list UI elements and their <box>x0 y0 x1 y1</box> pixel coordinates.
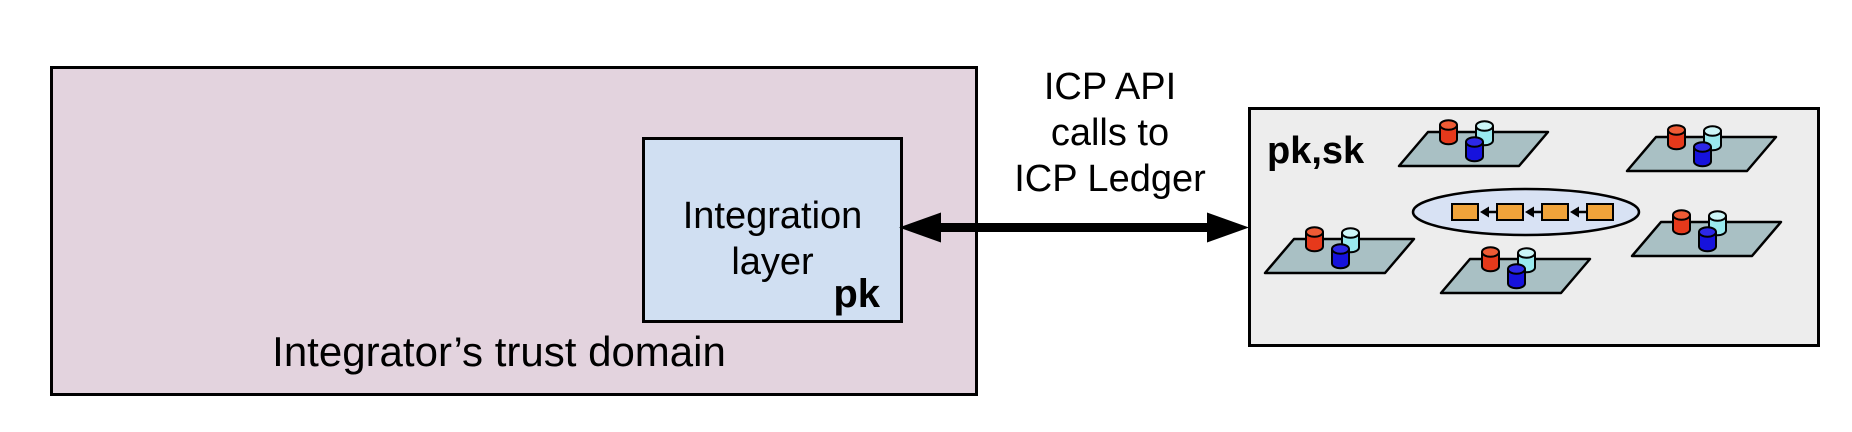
integration-layer-label-line1: Integration <box>682 195 863 237</box>
subnet-platform-mid-right <box>1630 209 1783 258</box>
ledger-block <box>1451 203 1479 221</box>
database-cylinder-blue-icon <box>1465 136 1484 163</box>
ledger-block <box>1496 203 1524 221</box>
trust-domain-label: Integrator’s trust domain <box>272 328 726 375</box>
integration-layer-box: Integration layer pk <box>642 137 903 323</box>
icp-api-calls-label: ICP API calls to ICP Ledger <box>1014 66 1206 200</box>
database-cylinder-blue-icon <box>1507 263 1526 290</box>
integration-pk-label: pk <box>833 272 880 316</box>
arrow-left-head <box>899 212 941 243</box>
database-cylinder-red-icon <box>1667 124 1686 151</box>
subnet-platform-mid-left <box>1263 226 1416 275</box>
database-cylinder-blue-icon <box>1698 226 1717 253</box>
database-cylinder-red-icon <box>1439 119 1458 146</box>
block-arrow-icon <box>1525 206 1541 218</box>
subnet-platform-top-right <box>1625 124 1778 173</box>
blockchain-ring <box>1411 187 1641 237</box>
database-cylinder-blue-icon <box>1693 141 1712 168</box>
database-cylinder-red-icon <box>1481 246 1500 273</box>
ledger-block <box>1586 203 1614 221</box>
integration-layer-label: Integration layer <box>645 193 900 285</box>
database-cylinder-blue-icon <box>1331 243 1350 270</box>
database-cylinder-red-icon <box>1672 209 1691 236</box>
double-arrow-icon <box>899 212 1249 243</box>
arrow-right-head <box>1207 212 1249 243</box>
subnet-platform-bottom-center <box>1439 246 1592 295</box>
subnet-platform-top-left <box>1397 119 1550 168</box>
block-arrow-icon <box>1570 206 1586 218</box>
trust-domain-box: Integrator’s trust domain Integration la… <box>50 66 978 396</box>
ledger-pksk-label: pk,sk <box>1267 130 1365 172</box>
block-arrow-icon <box>1480 206 1496 218</box>
ledger-block <box>1541 203 1569 221</box>
integration-layer-label-line2: layer <box>731 241 814 283</box>
database-cylinder-red-icon <box>1305 226 1324 253</box>
